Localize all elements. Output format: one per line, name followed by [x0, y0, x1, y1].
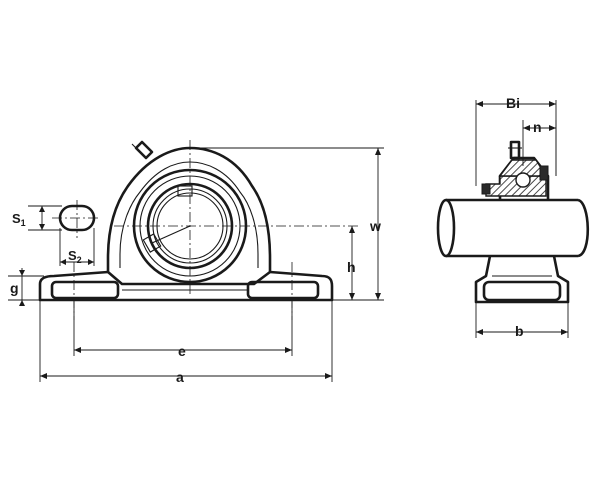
- dimension-e: [73, 300, 293, 356]
- front-view: [8, 140, 384, 382]
- housing-base: [38, 270, 334, 302]
- label-h: h: [347, 259, 356, 275]
- right-mounting-foot: [246, 280, 320, 300]
- label-e: e: [178, 343, 186, 359]
- dimension-a: [39, 300, 333, 382]
- bolt-slot-detail: [28, 200, 100, 266]
- dimension-b: [475, 302, 569, 338]
- dimension-g: [8, 268, 44, 306]
- label-s2: S2: [68, 248, 82, 265]
- side-grease-nipple: [508, 140, 522, 160]
- grease-nipple: [131, 140, 154, 160]
- label-w: w: [369, 218, 381, 234]
- dimension-h: [332, 226, 362, 301]
- side-view: [436, 100, 590, 338]
- bearing-section: [481, 159, 549, 197]
- shaft: [436, 198, 590, 258]
- label-bi: Bi: [506, 95, 520, 111]
- label-g: g: [10, 280, 19, 296]
- housing-body: [106, 146, 272, 272]
- label-s1: S1: [12, 211, 26, 228]
- left-mounting-foot: [50, 280, 120, 300]
- label-a: a: [176, 369, 184, 385]
- label-n: n: [533, 119, 542, 135]
- dimension-n: [522, 120, 557, 176]
- label-b: b: [515, 323, 524, 339]
- dimension-w: [192, 147, 384, 301]
